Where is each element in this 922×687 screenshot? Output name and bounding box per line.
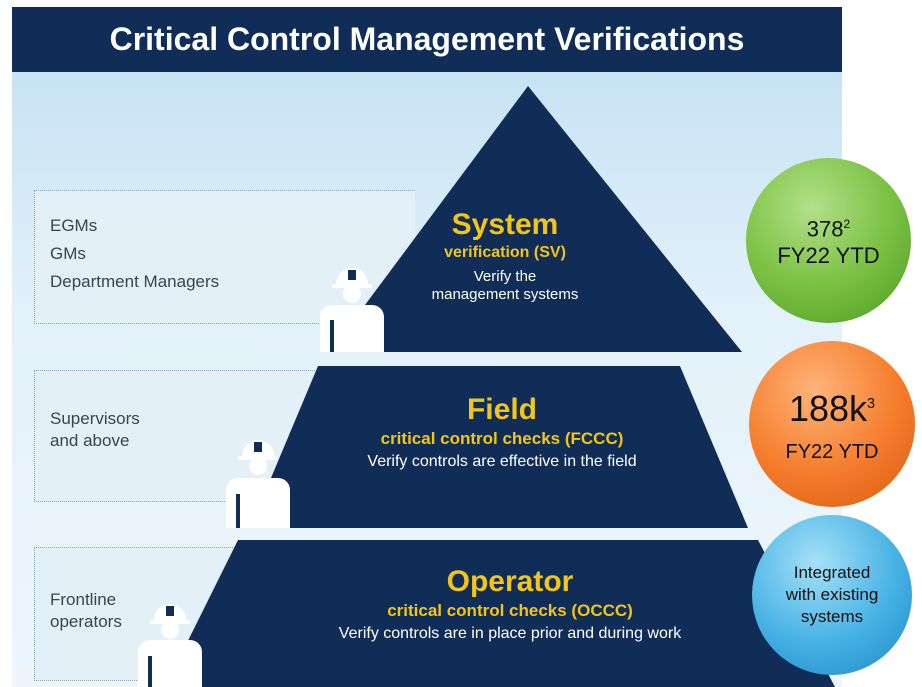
- tier-heading: Field: [466, 393, 537, 426]
- tier-field-shape: [250, 366, 748, 528]
- role-item: and above: [50, 431, 130, 450]
- metric-circle-field: 188k3 FY22 YTD: [749, 341, 915, 507]
- role-list-system: EGMs GMs Department Managers: [50, 212, 219, 296]
- role-list-operator: Frontline operators: [50, 589, 122, 633]
- title-bar: Critical Control Management Verification…: [12, 7, 842, 72]
- metric-line: with existing: [785, 585, 879, 604]
- role-item: GMs: [50, 244, 86, 263]
- tier-system-shape: [330, 86, 742, 352]
- metric-circle-operator: Integrated with existing systems: [752, 515, 912, 675]
- role-list-field: Supervisors and above: [50, 408, 140, 452]
- tier-description: Verify controls are effective in the fie…: [367, 453, 637, 470]
- role-item: Department Managers: [50, 272, 220, 291]
- tier-description: Verify the: [473, 268, 537, 285]
- worker-hardhat-icon: [226, 440, 290, 528]
- tier-operator-text: Operator critical control checks (OCCC) …: [270, 565, 750, 645]
- tier-description: Verify controls are in place prior and d…: [338, 625, 682, 642]
- worker-hardhat-icon: [320, 268, 384, 352]
- metric-period: FY22 YTD: [777, 243, 880, 269]
- role-item: operators: [50, 612, 122, 631]
- worker-hardhat-icon: [138, 604, 202, 687]
- page-title: Critical Control Management Verification…: [109, 21, 745, 57]
- tier-subheading: critical control checks (OCCC): [387, 601, 633, 620]
- metric-line: Integrated: [793, 563, 871, 582]
- footnote-marker: 3: [867, 395, 876, 412]
- footnote-marker: 2: [843, 216, 851, 231]
- role-item: Supervisors: [50, 409, 140, 428]
- tier-operator-shape: [165, 540, 835, 687]
- metric-value: 3782: [806, 216, 851, 242]
- tier-subheading: critical control checks (FCCC): [380, 429, 624, 448]
- role-item: EGMs: [50, 216, 98, 235]
- tier-field-text: Field critical control checks (FCCC) Ver…: [292, 393, 712, 473]
- tier-description: management systems: [431, 286, 579, 303]
- metric-value: 188k3: [788, 387, 876, 429]
- role-item: Frontline: [50, 590, 117, 609]
- tier-system-text: System verification (SV) Verify the mana…: [410, 208, 600, 304]
- tier-heading: System: [451, 208, 559, 241]
- tier-subheading: verification (SV): [444, 244, 566, 261]
- tier-heading: Operator: [446, 565, 574, 598]
- metric-circle-system: 3782 FY22 YTD: [746, 158, 911, 323]
- metric-period: FY22 YTD: [785, 440, 879, 463]
- metric-line: systems: [800, 607, 864, 626]
